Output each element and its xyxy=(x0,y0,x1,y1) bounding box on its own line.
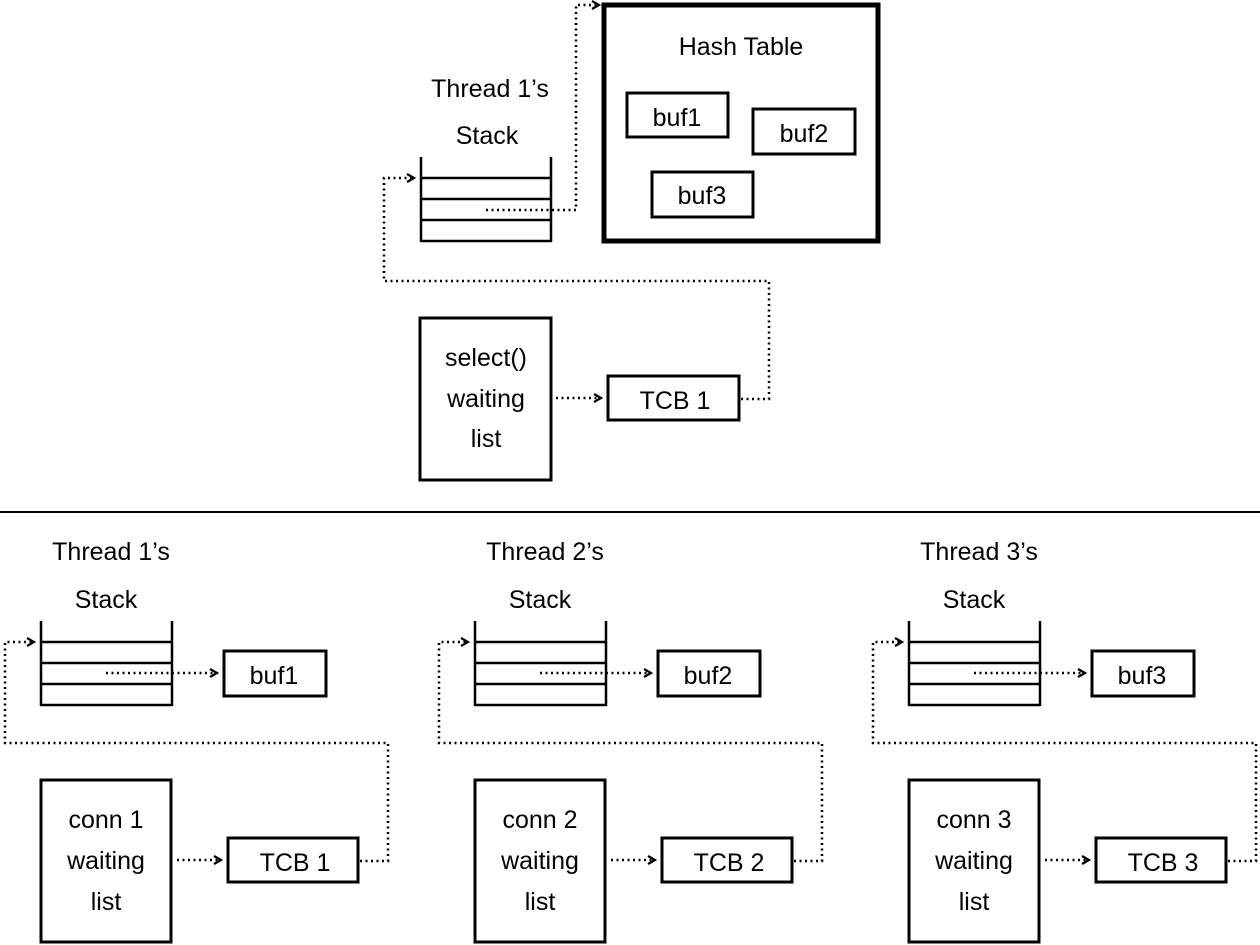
waiting-list-label: list xyxy=(91,888,122,916)
connection-waiting-list: conn 1 waiting list xyxy=(39,778,173,944)
stack-label: Stack xyxy=(75,586,138,614)
pointer-tcb-to-stack xyxy=(437,642,824,863)
thread-stack xyxy=(39,621,174,707)
buffer-label: buf2 xyxy=(780,120,829,148)
tcb-label: TCB 2 xyxy=(694,849,765,877)
stack-label: Stack xyxy=(456,122,519,150)
stack-label: Stack xyxy=(943,586,1006,614)
buffer-label: buf2 xyxy=(684,662,733,690)
buffer-label: buf1 xyxy=(653,104,702,132)
thread-stack xyxy=(907,621,1042,707)
waiting-list-label: list xyxy=(525,888,556,916)
connection-waiting-list: conn 2 waiting list xyxy=(473,778,607,944)
buffer-box: buf3 xyxy=(1090,649,1196,698)
stack-label: Stack xyxy=(509,586,572,614)
pointer-tcb-to-stack xyxy=(3,642,390,863)
bottom-panel-thread-2: Thread 2’s Stack buf2 conn 2 waiting lis… xyxy=(437,538,824,944)
waiting-list-label: list xyxy=(471,425,502,453)
waiting-list-label: waiting xyxy=(500,847,579,875)
hash-table: Hash Table buf1 buf2 buf3 xyxy=(601,2,881,244)
buffer-box: buf1 xyxy=(222,649,328,698)
hash-buffer-buf2: buf2 xyxy=(751,107,857,156)
hash-buffer-buf3: buf3 xyxy=(650,170,755,219)
thread-stack xyxy=(473,621,608,707)
waiting-list-label: waiting xyxy=(934,847,1013,875)
tcb-box: TCB 2 xyxy=(660,836,794,884)
waiting-list-label: select() xyxy=(445,344,527,372)
bottom-panel-thread-1: Thread 1’s Stack buf1 conn 1 waiting lis… xyxy=(3,538,390,944)
stack-label: Thread 3’s xyxy=(920,538,1038,566)
pointer-tcb-to-stack xyxy=(382,178,771,401)
pointer-tcb-to-stack xyxy=(871,642,1258,863)
tcb-label: TCB 3 xyxy=(1128,849,1199,877)
buffer-label: buf1 xyxy=(250,662,299,690)
connection-waiting-list: conn 3 waiting list xyxy=(907,778,1041,944)
tcb-box: TCB 3 xyxy=(1094,836,1228,884)
hash-buffer-buf1: buf1 xyxy=(625,91,730,139)
pointer-stack-to-hash-table xyxy=(486,5,599,212)
tcb-box: TCB 1 xyxy=(606,374,741,422)
select-waiting-list: select() waiting list xyxy=(418,316,553,482)
bottom-panel-thread-3: Thread 3’s Stack buf3 conn 3 waiting lis… xyxy=(871,538,1258,944)
stack-label: Thread 2’s xyxy=(486,538,604,566)
waiting-list-label: waiting xyxy=(66,847,145,875)
thread-stack: Thread 1’s Stack xyxy=(419,75,553,243)
waiting-list-label: list xyxy=(959,888,990,916)
buffer-label: buf3 xyxy=(678,182,727,210)
waiting-list-label: conn 2 xyxy=(502,806,577,834)
stack-label: Thread 1’s xyxy=(431,75,549,103)
top-panel: Hash Table buf1 buf2 buf3 Thread 1’s Sta… xyxy=(382,2,881,482)
tcb-box: TCB 1 xyxy=(226,836,360,884)
buffer-label: buf3 xyxy=(1118,662,1167,690)
waiting-list-label: conn 3 xyxy=(936,806,1011,834)
tcb-label: TCB 1 xyxy=(640,387,711,415)
hash-table-title: Hash Table xyxy=(679,33,804,61)
buffer-box: buf2 xyxy=(656,649,762,698)
tcb-label: TCB 1 xyxy=(260,849,331,877)
stack-label: Thread 1’s xyxy=(52,538,170,566)
waiting-list-label: conn 1 xyxy=(68,806,143,834)
waiting-list-label: waiting xyxy=(446,385,525,413)
